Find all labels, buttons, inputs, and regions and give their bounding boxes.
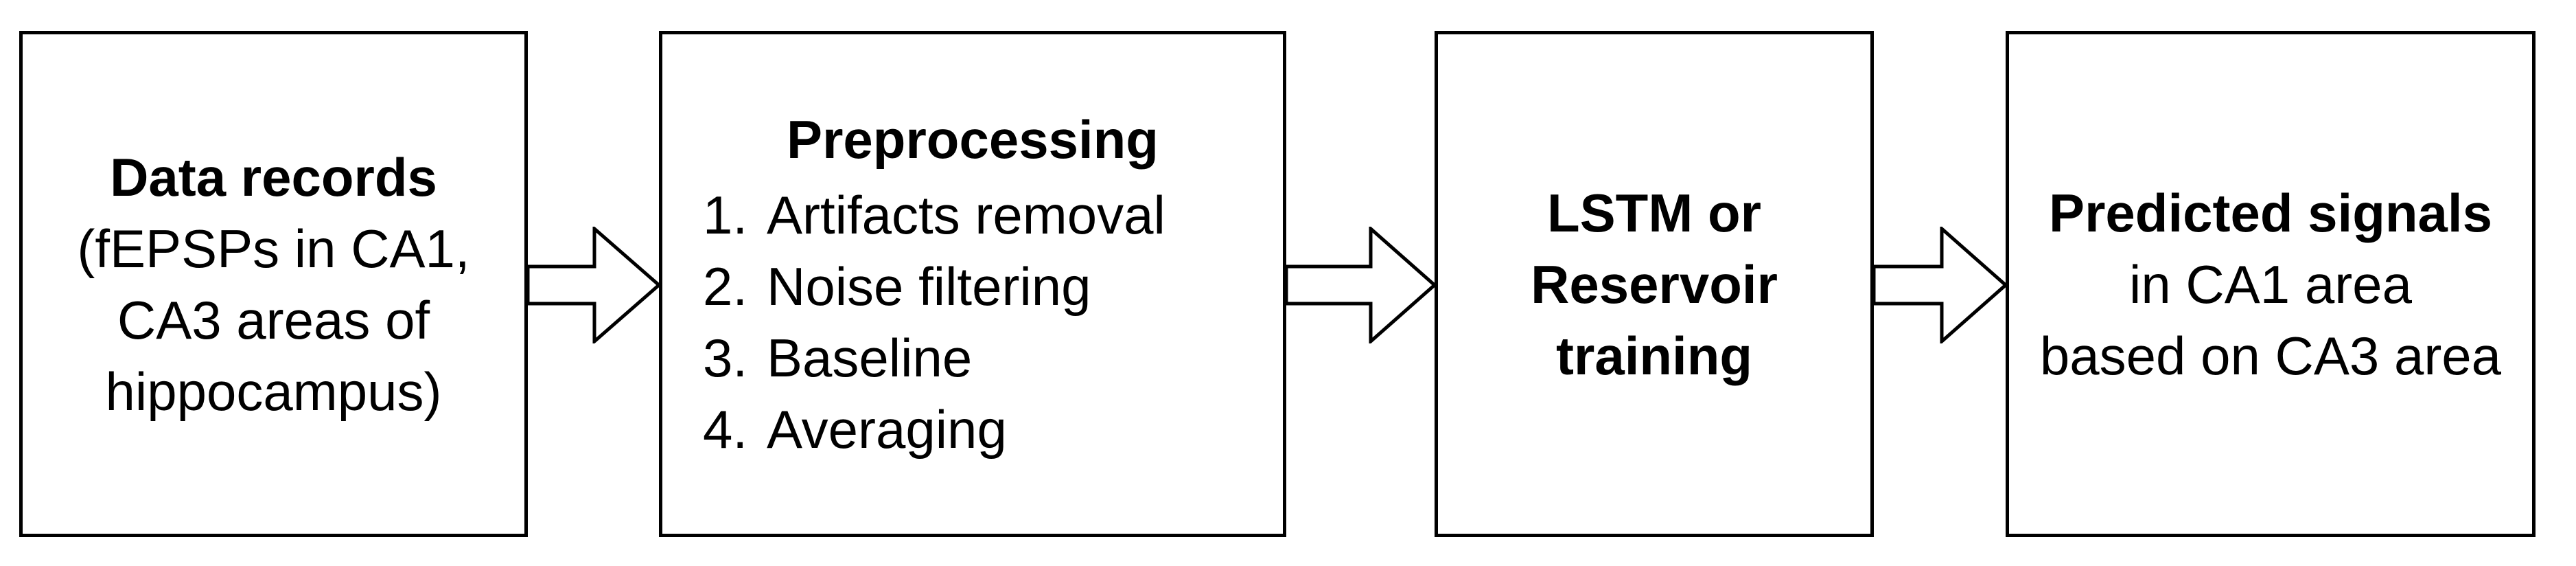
- step-text: Baseline: [767, 327, 973, 388]
- step-text: Averaging: [767, 398, 1007, 460]
- preprocessing-step: 3. Baseline: [662, 322, 1283, 394]
- arrow-right-icon: [1872, 227, 2008, 343]
- data-records-box: Data records (fEPSPs in CA1, CA3 areas o…: [19, 31, 528, 537]
- preprocessing-box: Preprocessing 1. Artifacts removal 2. No…: [659, 31, 1286, 537]
- preprocessing-step: 4. Averaging: [662, 394, 1283, 465]
- preprocessing-step: 2. Noise filtering: [662, 251, 1283, 322]
- step-number: 2.: [702, 256, 747, 317]
- predicted-signals-line-2: based on CA3 area: [2039, 325, 2502, 386]
- preprocessing-title: Preprocessing: [787, 109, 1159, 170]
- step-text: Noise filtering: [767, 256, 1091, 317]
- step-number: 1.: [702, 184, 747, 245]
- training-title-line-1: LSTM or: [1547, 182, 1761, 243]
- step-text: Artifacts removal: [767, 184, 1165, 245]
- predicted-signals-line-1: in CA1 area: [2129, 253, 2412, 315]
- training-title-line-3: training: [1556, 325, 1752, 386]
- arrow-right-icon: [1284, 227, 1437, 343]
- arrow-right-icon: [526, 227, 662, 343]
- preprocessing-steps: 1. Artifacts removal 2. Noise filtering …: [662, 179, 1283, 465]
- data-records-title: Data records: [110, 146, 437, 207]
- data-records-line-2: CA3 areas of: [117, 289, 430, 350]
- step-number: 3.: [702, 327, 747, 388]
- step-number: 4.: [702, 398, 747, 460]
- preprocessing-step: 1. Artifacts removal: [662, 179, 1283, 251]
- data-records-line-1: (fEPSPs in CA1,: [77, 218, 470, 279]
- training-box: LSTM or Reservoir training: [1435, 31, 1874, 537]
- training-title-line-2: Reservoir: [1531, 253, 1778, 315]
- data-records-line-3: hippocampus): [105, 361, 442, 422]
- predicted-signals-box: Predicted signals in CA1 area based on C…: [2006, 31, 2536, 537]
- predicted-signals-title: Predicted signals: [2049, 182, 2492, 243]
